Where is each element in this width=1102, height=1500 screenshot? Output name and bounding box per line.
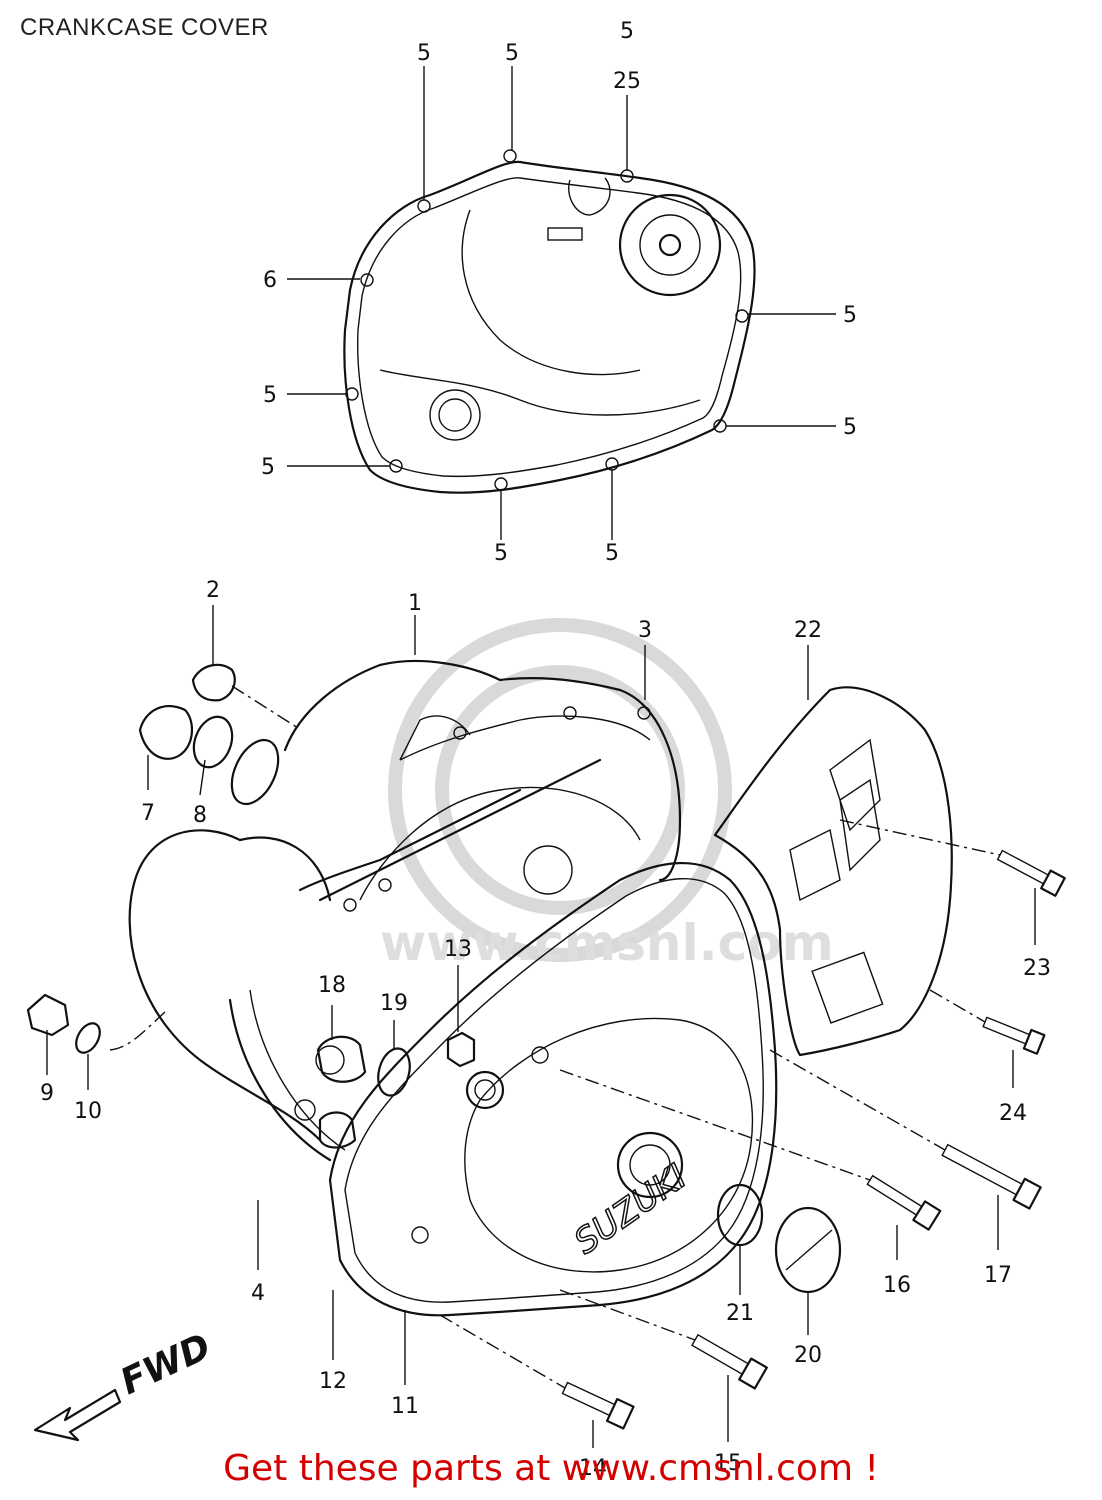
footer-link[interactable]: Get these parts at www.cmsnl.com ! (223, 1448, 879, 1489)
callout-5h: 5 (494, 541, 508, 566)
seal (230, 738, 280, 806)
callout-17: 17 (984, 1263, 1012, 1288)
plug-2 (191, 663, 236, 702)
callout-9: 9 (40, 1081, 54, 1106)
pin-13 (446, 1031, 476, 1068)
callout-15: 15 (714, 1451, 742, 1476)
callout-5b: 5 (505, 41, 519, 66)
callout-3: 3 (638, 618, 652, 643)
callout-14: 14 (579, 1456, 607, 1481)
callout-5i: 5 (605, 541, 619, 566)
oring-19 (377, 1047, 411, 1097)
upper-leader-lines (287, 66, 836, 540)
callout-21: 21 (726, 1301, 754, 1326)
callout-5c: 5 (620, 19, 634, 44)
callout-10: 10 (74, 1099, 102, 1124)
washer-10 (75, 1022, 101, 1054)
callout-23: 23 (1023, 956, 1051, 981)
forward-direction-indicator: FWD (33, 1326, 217, 1442)
callout-7: 7 (141, 801, 155, 826)
crankcase-cover-1 (128, 659, 682, 1162)
callout-13: 13 (444, 937, 472, 962)
pin-4 (318, 1111, 357, 1149)
callout-16: 16 (883, 1273, 911, 1298)
guard-22 (713, 686, 953, 1057)
callout-22: 22 (794, 618, 822, 643)
cap-7 (138, 705, 193, 760)
callout-4: 4 (251, 1281, 265, 1306)
callout-24: 24 (999, 1101, 1027, 1126)
callout-12: 12 (319, 1369, 347, 1394)
watermark-logo: www.cmsnl.com (380, 618, 834, 972)
upper-clutch-cover (343, 149, 756, 494)
callout-5a: 5 (417, 41, 431, 66)
bolts (561, 849, 1066, 1430)
callout-5d: 5 (843, 303, 857, 328)
assembly-lines (109, 685, 1001, 1389)
brand-mark: SUZUKI (567, 1157, 694, 1263)
oring-8 (192, 715, 234, 769)
forward-arrow-icon (33, 1388, 122, 1442)
watermark-text: www.cmsnl.com (380, 914, 834, 972)
callout-11: 11 (391, 1394, 419, 1419)
lower-leader-lines (46, 605, 1036, 1448)
callout-8: 8 (193, 803, 207, 828)
fwd-label: FWD (114, 1326, 217, 1403)
callout-20: 20 (794, 1343, 822, 1368)
bolt-9 (26, 993, 70, 1037)
callout-labels: 5 5 5 25 6 5 5 5 5 5 5 5 1 2 3 22 7 8 9 … (40, 19, 1051, 1481)
callout-19: 19 (380, 991, 408, 1016)
callout-18: 18 (318, 973, 346, 998)
callout-2: 2 (206, 578, 220, 603)
callout-5f: 5 (843, 415, 857, 440)
plug-18 (316, 1035, 367, 1083)
callout-25: 25 (613, 69, 641, 94)
diagram-title: CRANKCASE COVER (20, 14, 269, 41)
callout-1: 1 (408, 591, 422, 616)
callout-6: 6 (263, 268, 277, 293)
callout-5g: 5 (261, 455, 275, 480)
callout-5e: 5 (263, 383, 277, 408)
